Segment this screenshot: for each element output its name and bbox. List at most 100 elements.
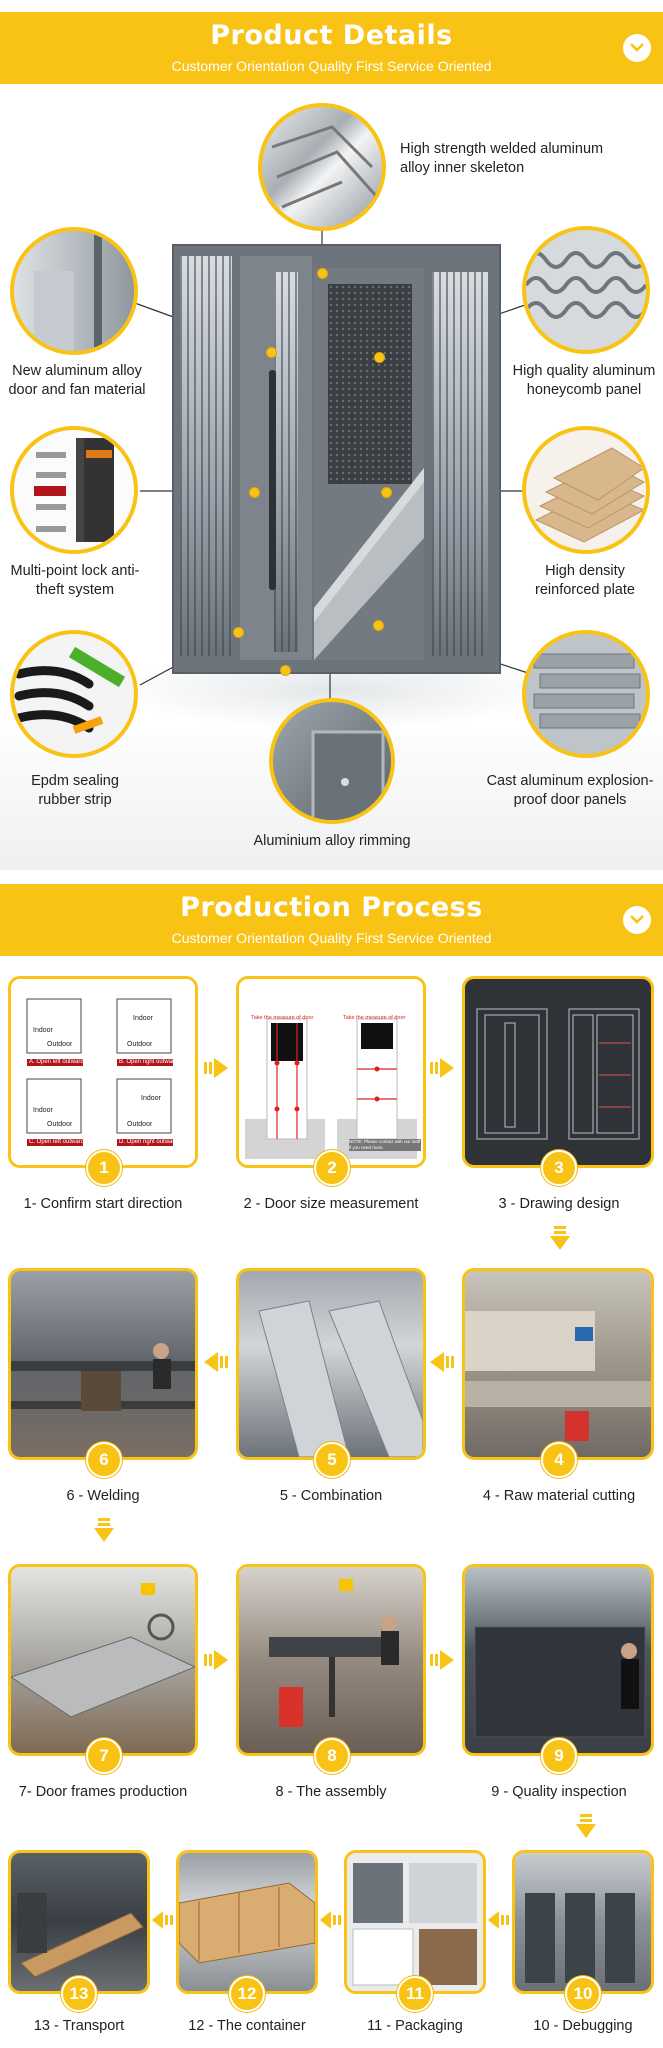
step-6-card	[8, 1268, 198, 1460]
hotspot-dot	[249, 487, 260, 498]
outdoor-label: Outdoor	[47, 1121, 73, 1128]
outdoor-label: Outdoor	[47, 1041, 73, 1048]
arrow-left-icon	[204, 1352, 228, 1372]
step-number-5: 5	[314, 1442, 350, 1478]
arrow-right-icon	[430, 1058, 454, 1078]
step-7-caption: 7- Door frames production	[18, 1784, 188, 1800]
measure-note-left: Take the measure of door	[251, 1015, 314, 1021]
step-9-card	[462, 1564, 654, 1756]
assembly-photo	[269, 1579, 399, 1727]
arrow-right-icon	[430, 1650, 454, 1670]
step-number-13: 13	[61, 1976, 97, 2012]
skeleton-callout-image	[258, 103, 386, 231]
honeycomb-callout-image	[522, 226, 650, 354]
plate-callout-image	[522, 426, 650, 554]
indoor-label: Indoor	[133, 1015, 153, 1022]
step-10-card	[512, 1850, 654, 1994]
feature-honeycomb-label: High quality aluminum honeycomb panel	[512, 363, 656, 398]
cutting-photo	[465, 1311, 651, 1441]
step-2-card: Take the measure of door Take the measur…	[236, 976, 426, 1168]
transport-photo	[17, 1893, 144, 1978]
arrow-down-icon	[550, 1226, 570, 1250]
hotspot-dot	[266, 347, 277, 358]
step-number-12: 12	[229, 1976, 265, 2012]
outdoor-label: Outdoor	[127, 1121, 153, 1128]
indoor-label: Indoor	[33, 1107, 53, 1114]
epdm-callout-image	[10, 630, 138, 758]
step-11-card	[344, 1850, 486, 1994]
feature-door-material-label: New aluminum alloy door and fan material	[8, 363, 146, 398]
production-process-banner: Production Process Customer Orientation …	[0, 884, 663, 956]
hotspot-dot	[381, 487, 392, 498]
product-details-title: Product Details	[210, 20, 453, 51]
step-number-9: 9	[541, 1738, 577, 1774]
step-number-8: 8	[314, 1738, 350, 1774]
feature-plate-label: High density reinforced plate	[535, 563, 635, 598]
option-c-label: C. Open left outward	[29, 1139, 85, 1145]
step-9-caption: 9 - Quality inspection	[491, 1784, 627, 1800]
step-number-7: 7	[86, 1738, 122, 1774]
step-number-10: 10	[565, 1976, 601, 2012]
step-2-caption: 2 - Door size measurement	[243, 1196, 419, 1212]
step-12-caption: 12 - The container	[188, 2018, 306, 2034]
measurement-diagram	[245, 1018, 417, 1159]
chevron-down-icon[interactable]	[623, 906, 651, 934]
step-10-caption: 10 - Debugging	[533, 2018, 633, 2034]
step-13-card	[8, 1850, 150, 1994]
feature-rimming-label: Aluminium alloy rimming	[253, 833, 411, 849]
step-number-11: 11	[397, 1976, 433, 2012]
feature-lock-label: Multi-point lock anti-theft system	[10, 563, 140, 598]
step-7-card	[8, 1564, 198, 1756]
cad-drawing	[476, 1008, 640, 1140]
feature-skeleton-label: High strength welded aluminum alloy inne…	[400, 141, 604, 176]
arrow-left-icon	[430, 1352, 454, 1372]
product-details-banner: Product Details Customer Orientation Qua…	[0, 12, 663, 84]
rimming-callout-image	[269, 698, 395, 824]
option-d-label: D. Open right outward	[119, 1139, 178, 1145]
left-sidelight	[180, 256, 232, 656]
production-process-title: Production Process	[180, 892, 483, 923]
step-8-caption: 8 - The assembly	[275, 1784, 387, 1800]
measure-note-bottom: NOTE: Please contact with our staff if y…	[349, 1139, 421, 1151]
arrow-left-icon	[488, 1911, 509, 1929]
step-number-6: 6	[86, 1442, 122, 1478]
right-sidelight	[432, 272, 488, 656]
step-5-card	[236, 1268, 426, 1460]
arrow-down-icon	[576, 1814, 596, 1838]
hotspot-dot	[373, 620, 384, 631]
door-material-callout-image	[10, 227, 138, 355]
feature-cast-label: Cast aluminum explosion-proof door panel…	[486, 773, 654, 808]
step-number-1: 1	[86, 1150, 122, 1186]
production-process-subtitle: Customer Orientation Quality First Servi…	[171, 930, 492, 946]
arrow-right-icon	[204, 1058, 228, 1078]
step-1-card: Indoor Outdoor Indoor Outdoor Indoor Out…	[8, 976, 198, 1168]
hotspot-dot	[317, 268, 328, 279]
hotspot-dot	[374, 352, 385, 363]
outdoor-label: Outdoor	[127, 1041, 153, 1048]
door-handle	[269, 370, 276, 590]
arrow-down-icon	[94, 1518, 114, 1542]
cast-panel-callout-image	[522, 630, 650, 758]
step-4-card	[462, 1268, 654, 1460]
left-leaf-glass	[274, 272, 298, 652]
hotspot-dot	[280, 665, 291, 676]
indoor-label: Indoor	[141, 1095, 161, 1102]
step-6-caption: 6 - Welding	[66, 1488, 140, 1504]
indoor-label: Indoor	[33, 1027, 53, 1034]
step-number-3: 3	[541, 1150, 577, 1186]
chevron-down-icon[interactable]	[623, 34, 651, 62]
feature-epdm-label: Epdm sealing rubber strip	[31, 773, 119, 808]
debugging-photo	[525, 1893, 635, 1983]
frames-photo	[11, 1583, 195, 1718]
step-13-caption: 13 - Transport	[33, 2018, 125, 2034]
step-number-2: 2	[314, 1150, 350, 1186]
inspection-photo	[474, 1626, 646, 1738]
packaging-photo	[352, 1863, 477, 1986]
mesh-panel	[328, 284, 412, 484]
diagonal-steel-panel	[314, 468, 424, 660]
measure-note-right: Take the measure of door	[343, 1015, 406, 1021]
arrow-left-icon	[152, 1911, 173, 1929]
arrow-left-icon	[320, 1911, 341, 1929]
product-details-subtitle: Customer Orientation Quality First Servi…	[171, 58, 492, 74]
step-8-card	[236, 1564, 426, 1756]
